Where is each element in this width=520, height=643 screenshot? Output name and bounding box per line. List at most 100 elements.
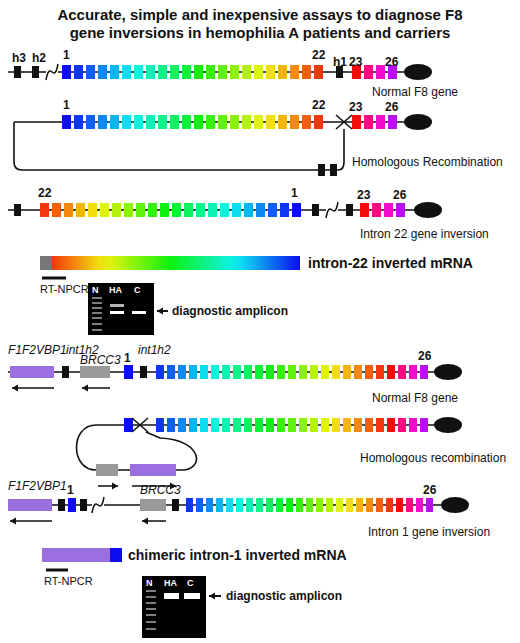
exon-box [398, 418, 406, 432]
homolog-box [14, 204, 21, 216]
gel-band [146, 608, 156, 610]
homolog-label: h2 [32, 52, 46, 64]
exon-box [194, 65, 203, 79]
arrow-head [157, 308, 163, 315]
exon-box [321, 365, 329, 379]
wavy-break [46, 64, 58, 80]
gel-band [92, 323, 102, 325]
exon-box [233, 365, 241, 379]
exon-box [299, 365, 307, 379]
exon-box [352, 115, 361, 129]
recombination-loop [14, 122, 344, 170]
exon-number: 26 [393, 189, 406, 201]
row-caption: Normal F8 gene [372, 392, 458, 404]
exon-box [406, 498, 413, 512]
gel-band [164, 593, 179, 599]
exon-box [398, 365, 406, 379]
exon-box [277, 365, 285, 379]
homolog-label: h3 [12, 52, 26, 64]
exon-box [124, 365, 133, 379]
exon-number: 22 [312, 49, 325, 61]
exon-box [220, 203, 229, 217]
exon-box [222, 418, 230, 432]
homolog-box [58, 499, 65, 511]
exon-box [62, 65, 71, 79]
exon-box [236, 498, 243, 512]
exon-box [376, 365, 384, 379]
gel-band [92, 297, 102, 299]
exon-box [321, 418, 329, 432]
exon-box [314, 115, 323, 129]
exon-box [346, 498, 353, 512]
arrow-line [12, 387, 54, 389]
exon-box [110, 115, 119, 129]
exon-box [122, 115, 131, 129]
exon-box [148, 203, 157, 217]
exon-box [189, 418, 197, 432]
homolog-box [14, 66, 21, 78]
exon-box [409, 418, 417, 432]
exon-box [170, 115, 179, 129]
exon-box [226, 498, 233, 512]
exon-box [256, 203, 265, 217]
lane-label: HA [109, 286, 122, 295]
mrna-bar [52, 256, 300, 270]
title: Accurate, simple and inexpensive assays … [40, 6, 480, 42]
exon-box [194, 115, 203, 129]
wavy-break [92, 497, 104, 513]
exon-box [200, 418, 208, 432]
exon-box [268, 203, 277, 217]
crossover [132, 418, 148, 432]
exon-box [211, 418, 219, 432]
gel-band [146, 614, 156, 616]
method-label: RT-NPCR [44, 576, 93, 587]
exon-box [384, 203, 393, 217]
homolog-box [346, 204, 353, 216]
exon-box [420, 365, 428, 379]
exon-box [277, 418, 285, 432]
row-caption: Homologous Recombination [352, 156, 503, 168]
exon-number: 1 [124, 352, 131, 364]
exon-box [360, 203, 369, 217]
exon-box [242, 115, 251, 129]
exon-box [306, 498, 313, 512]
gel-band [110, 311, 124, 314]
exon-box [206, 498, 213, 512]
exon-box [211, 365, 219, 379]
row-caption: Intron 1 gene inversion [368, 526, 490, 538]
exon-box [182, 115, 191, 129]
gel-band [92, 312, 102, 314]
exon-box [158, 65, 167, 79]
exon-box [136, 203, 145, 217]
gene-label: F1F2VBP1 [8, 480, 67, 492]
row-caption: Intron 22 gene inversion [360, 228, 489, 240]
homolog-box [140, 366, 147, 378]
exon-box [290, 65, 299, 79]
exon-box [354, 418, 362, 432]
exon-box [254, 65, 263, 79]
exon-box [280, 203, 289, 217]
exon-box [156, 365, 164, 379]
exon-box [388, 115, 397, 129]
exon-box [266, 115, 275, 129]
exon-box [256, 498, 263, 512]
primer-line [46, 569, 68, 572]
exon-number: 1 [67, 484, 74, 496]
gene-end-oval [404, 64, 432, 80]
exon-box [310, 418, 318, 432]
exon-box [266, 65, 275, 79]
exon-box [365, 418, 373, 432]
gene-end-oval [414, 202, 442, 218]
exon-box [343, 418, 351, 432]
gel-image: NHAC [142, 576, 206, 638]
exon-box [376, 65, 385, 79]
arrow-head [112, 483, 118, 490]
exon-number: 26 [385, 101, 398, 113]
exon-box [364, 65, 373, 79]
exon-box [332, 365, 340, 379]
exon-box [184, 203, 193, 217]
method-label: RT-NPCR [40, 284, 89, 295]
gel-band [146, 621, 156, 623]
brcc3-gene [96, 464, 118, 476]
